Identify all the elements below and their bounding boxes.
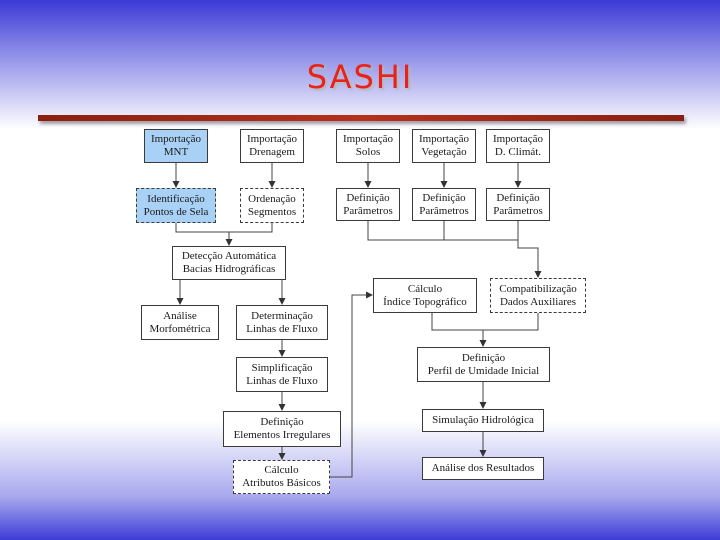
arrow-compat-perfil [483,313,539,331]
arrow-attr-topo [330,291,373,478]
slide-title: SASHI [306,58,414,96]
title-divider [38,115,684,121]
arrow-ord-bacias [229,223,273,233]
box-analise-resultados: Análise dos Resultados [422,457,544,480]
box-simulacao-hidrologica: Simulação Hidrológica [422,409,544,432]
arrow-sela-bacias [175,223,233,246]
arrow-topo-perfil [431,313,487,347]
arrow-params-compat [367,221,542,278]
